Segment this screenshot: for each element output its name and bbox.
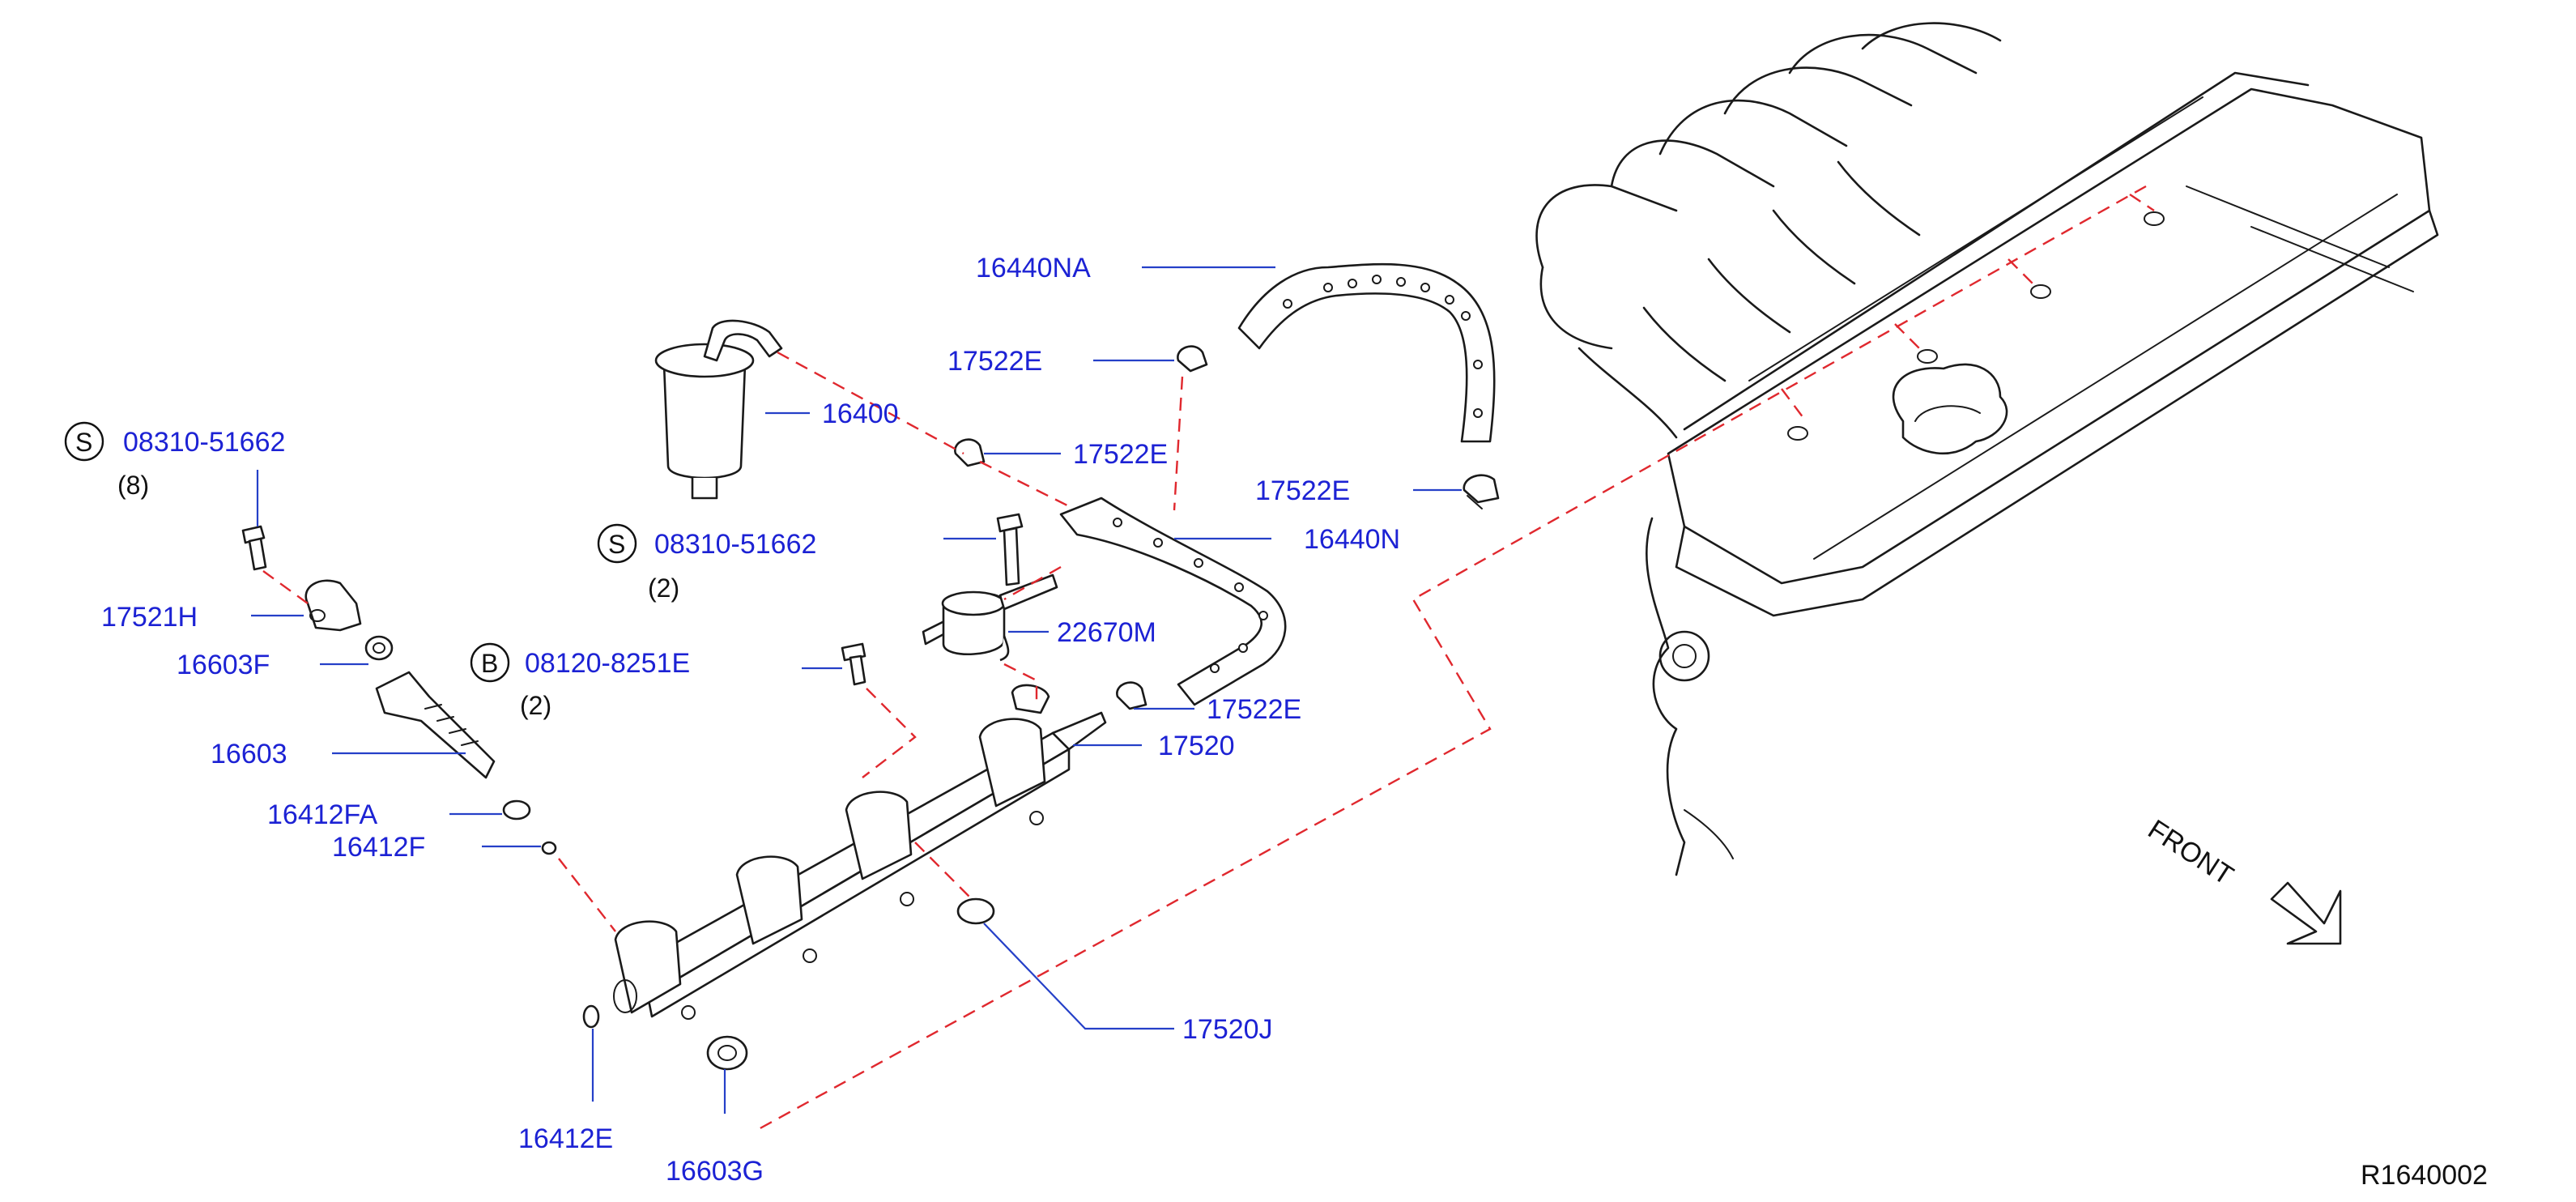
- engine-outline: [756, 22, 2439, 1132]
- leader-lines: [251, 266, 1462, 1114]
- fuel-hose-lower: [1059, 497, 1287, 706]
- bolt-left: [241, 525, 267, 571]
- orings: [502, 799, 600, 1029]
- label-16440NA: 16440NA: [976, 253, 1091, 283]
- front-label: FRONT: [2143, 814, 2239, 892]
- label-16412F: 16412F: [332, 832, 425, 863]
- label-17522E-mid: 17522E: [1073, 439, 1168, 470]
- label-17522E-top: 17522E: [947, 346, 1042, 377]
- clamp-mid: [954, 438, 986, 467]
- fuel-filter: [654, 319, 783, 500]
- diagram-reference: R1640002: [2361, 1160, 2488, 1191]
- clamp-right: [1463, 474, 1500, 509]
- qty-2-b: (2): [520, 691, 551, 720]
- label-08120-8251E: 08120-8251E: [525, 648, 690, 679]
- label-17520J: 17520J: [1182, 1014, 1273, 1045]
- insulator-f: [364, 635, 394, 661]
- label-16400: 16400: [822, 399, 899, 429]
- front-arrow-icon: [2270, 881, 2342, 945]
- label-16603G: 16603G: [666, 1156, 764, 1187]
- label-16603: 16603: [211, 739, 287, 769]
- label-08310-51662-left: 08310-51662: [123, 427, 285, 458]
- label-16412E: 16412E: [518, 1123, 613, 1154]
- qty-2-center: (2): [648, 573, 679, 603]
- symbol-s-center: S: [597, 523, 637, 564]
- pressure-regulator: [922, 513, 1058, 662]
- insulators-lower: [706, 897, 995, 1071]
- symbol-s-left-letter: S: [75, 428, 92, 457]
- label-16412FA: 16412FA: [267, 799, 377, 830]
- label-17520: 17520: [1158, 731, 1235, 761]
- qty-8: (8): [117, 471, 149, 500]
- clamp-low: [1116, 681, 1147, 710]
- label-17522E-low: 17522E: [1207, 694, 1301, 725]
- label-22670M: 22670M: [1057, 617, 1156, 648]
- label-17521H: 17521H: [101, 602, 198, 633]
- injector: [375, 671, 496, 779]
- bolt-b: [841, 642, 866, 686]
- symbol-b: B: [470, 642, 510, 683]
- label-16440N: 16440N: [1304, 524, 1400, 555]
- clamp-top: [1177, 345, 1208, 373]
- bracket: [304, 579, 362, 632]
- fuel-hose-upper: [1237, 262, 1496, 443]
- label-17522E-right: 17522E: [1255, 475, 1350, 506]
- label-16603F: 16603F: [177, 650, 270, 680]
- fuel-rail: [613, 684, 1107, 1020]
- label-08310-51662-center: 08310-51662: [654, 529, 816, 560]
- symbol-s-left: S: [64, 421, 104, 462]
- symbol-b-letter: B: [481, 649, 498, 678]
- symbol-s-center-letter: S: [608, 530, 625, 559]
- dashed-guides: [262, 351, 1184, 932]
